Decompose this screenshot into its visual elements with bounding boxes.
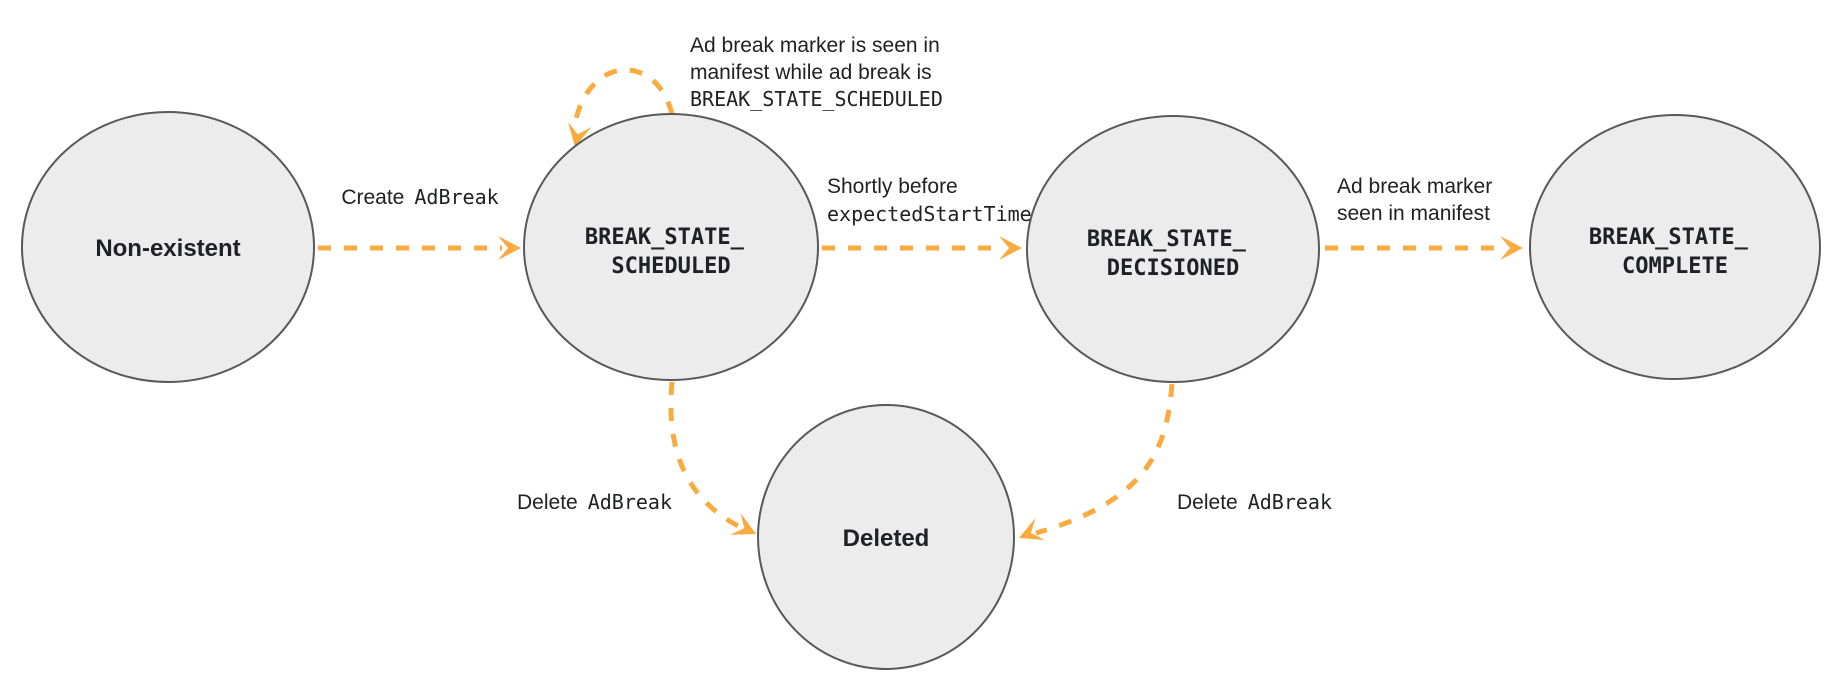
- state-circle-complete: [1529, 114, 1821, 380]
- state-label-line: SCHEDULED: [611, 254, 730, 279]
- label-code: AdBreak: [1248, 490, 1332, 514]
- label-text: Delete: [1177, 491, 1238, 514]
- label-text: Ad break marker is seen in: [690, 34, 940, 57]
- edge-self-loop-scheduled: [571, 67, 675, 131]
- state-label-decisioned: BREAK_STATE_ DECISIONED: [1087, 227, 1259, 281]
- label-code: BREAK_STATE_SCHEDULED: [690, 87, 943, 111]
- state-label-complete: BREAK_STATE_ COMPLETE: [1589, 225, 1761, 279]
- label-shortly-before: Shortly before expectedStartTime: [827, 175, 1032, 226]
- arrowhead-icon: [999, 236, 1022, 260]
- label-text: manifest while ad break is: [690, 61, 932, 84]
- label-code: AdBreak: [414, 185, 498, 209]
- state-label-line: BREAK_STATE_: [585, 225, 745, 250]
- label-self-loop: Ad break marker is seen in manifest whil…: [690, 34, 944, 111]
- state-label-scheduled: BREAK_STATE_ SCHEDULED: [585, 225, 757, 279]
- label-text: Create: [341, 186, 404, 209]
- state-label-line: COMPLETE: [1622, 254, 1728, 279]
- label-marker-seen: Ad break marker seen in manifest: [1337, 175, 1496, 225]
- edge-delete-left: [668, 381, 742, 530]
- state-label-non-existent: Non-existent: [95, 235, 240, 262]
- edge-labels: Create AdBreak Ad break marker is seen i…: [341, 34, 1496, 514]
- state-circle-scheduled: [523, 113, 819, 381]
- label-delete-adbreak-right: Delete AdBreak: [1177, 490, 1332, 514]
- label-text: Ad break marker: [1337, 175, 1492, 198]
- arrowhead-icon: [498, 236, 521, 260]
- state-break-state-decisioned: BREAK_STATE_ DECISIONED: [1026, 115, 1320, 383]
- state-label-line: DECISIONED: [1107, 256, 1239, 281]
- state-label-deleted: Deleted: [843, 525, 930, 552]
- state-label-line: BREAK_STATE_: [1589, 225, 1749, 250]
- label-delete-adbreak-left: Delete AdBreak: [517, 490, 672, 514]
- label-text: seen in manifest: [1337, 202, 1490, 225]
- label-text: Shortly before: [827, 175, 958, 198]
- state-break-state-complete: BREAK_STATE_ COMPLETE: [1529, 114, 1821, 380]
- state-label-line: BREAK_STATE_: [1087, 227, 1247, 252]
- arrowhead-icon: [1500, 236, 1523, 260]
- state-circle-non-existent: [21, 111, 315, 383]
- label-code: AdBreak: [588, 490, 672, 514]
- state-deleted: Deleted: [757, 404, 1015, 670]
- state-circle-deleted: [757, 404, 1015, 670]
- arrowhead-icon: [1019, 517, 1045, 541]
- label-text: Delete: [517, 491, 578, 514]
- state-non-existent: Non-existent: [21, 111, 315, 383]
- edges: [318, 67, 1523, 541]
- arrowhead-icon: [730, 513, 756, 535]
- arrowhead-icon: [568, 122, 592, 147]
- label-create-adbreak: Create AdBreak: [341, 185, 498, 209]
- state-break-state-scheduled: BREAK_STATE_ SCHEDULED: [523, 113, 819, 381]
- state-circle-decisioned: [1026, 115, 1320, 383]
- label-code: expectedStartTime: [827, 202, 1032, 226]
- edge-delete-right: [1035, 383, 1175, 536]
